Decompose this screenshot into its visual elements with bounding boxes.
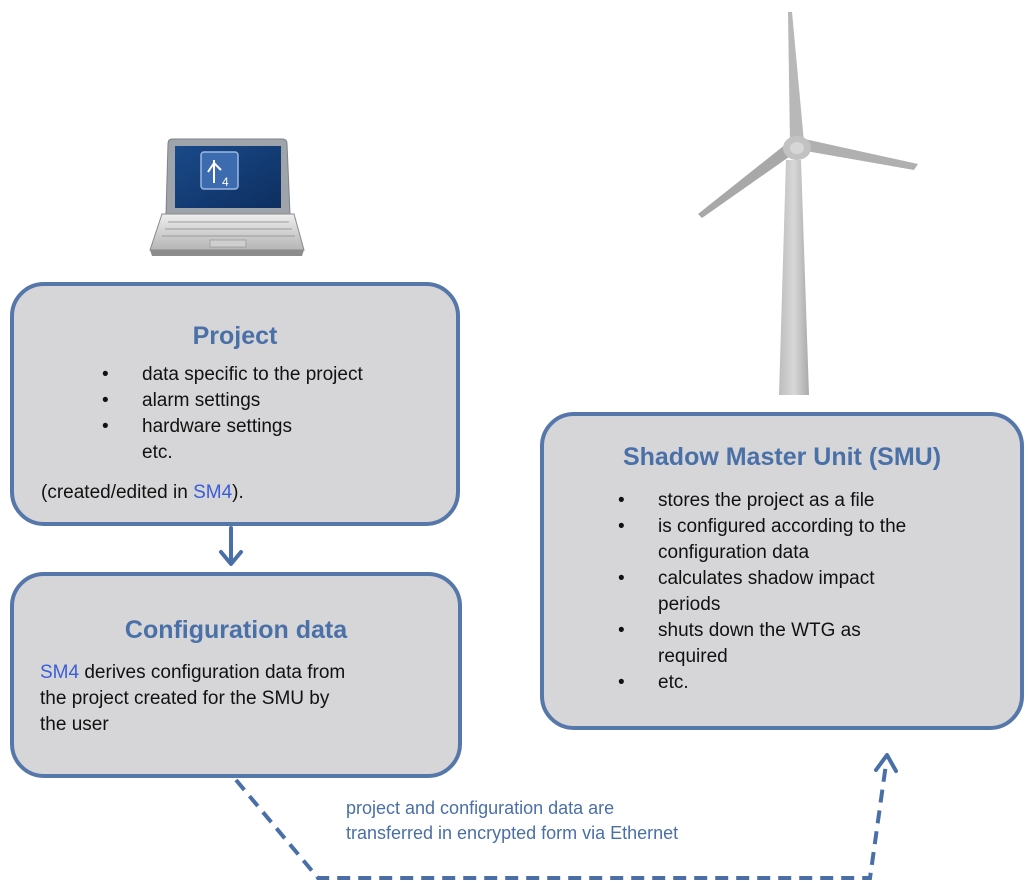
list-item: •alarm settings [102,390,261,411]
configuration-box: Configuration data SM4 derives configura… [10,572,462,778]
smu-title: Shadow Master Unit (SMU) [622,443,942,471]
project-footer: (created/edited in SM4). [41,482,244,503]
project-box: Project •data specific to the project •a… [10,282,460,526]
arrow-project-to-config [219,526,243,566]
project-list: •data specific to the project •alarm set… [102,362,363,466]
sm4-label: SM4 [193,482,233,503]
smu-list: •stores the project as a file •is config… [618,488,907,696]
configuration-title: Configuration data [124,616,348,644]
laptop-icon: 4 [149,138,305,256]
wind-turbine-icon [698,12,918,395]
laptop-screen-label: 4 [222,175,229,189]
sm4-label: SM4 [40,662,80,683]
list-item: •hardware settings [102,416,292,437]
list-item: •stores the project as a file [618,490,875,511]
arrow-transfer-dashed [234,763,888,880]
configuration-text: SM4 derives configuration data from the … [40,662,346,735]
smu-box: Shadow Master Unit (SMU) •stores the pro… [540,412,1024,730]
list-item: etc. [142,442,173,463]
list-item: •etc. [618,672,689,693]
list-item: •data specific to the project [102,364,363,385]
arrow-transfer-head [874,753,898,773]
project-title: Project [192,322,278,350]
transfer-note: project and configuration data are trans… [346,798,679,843]
